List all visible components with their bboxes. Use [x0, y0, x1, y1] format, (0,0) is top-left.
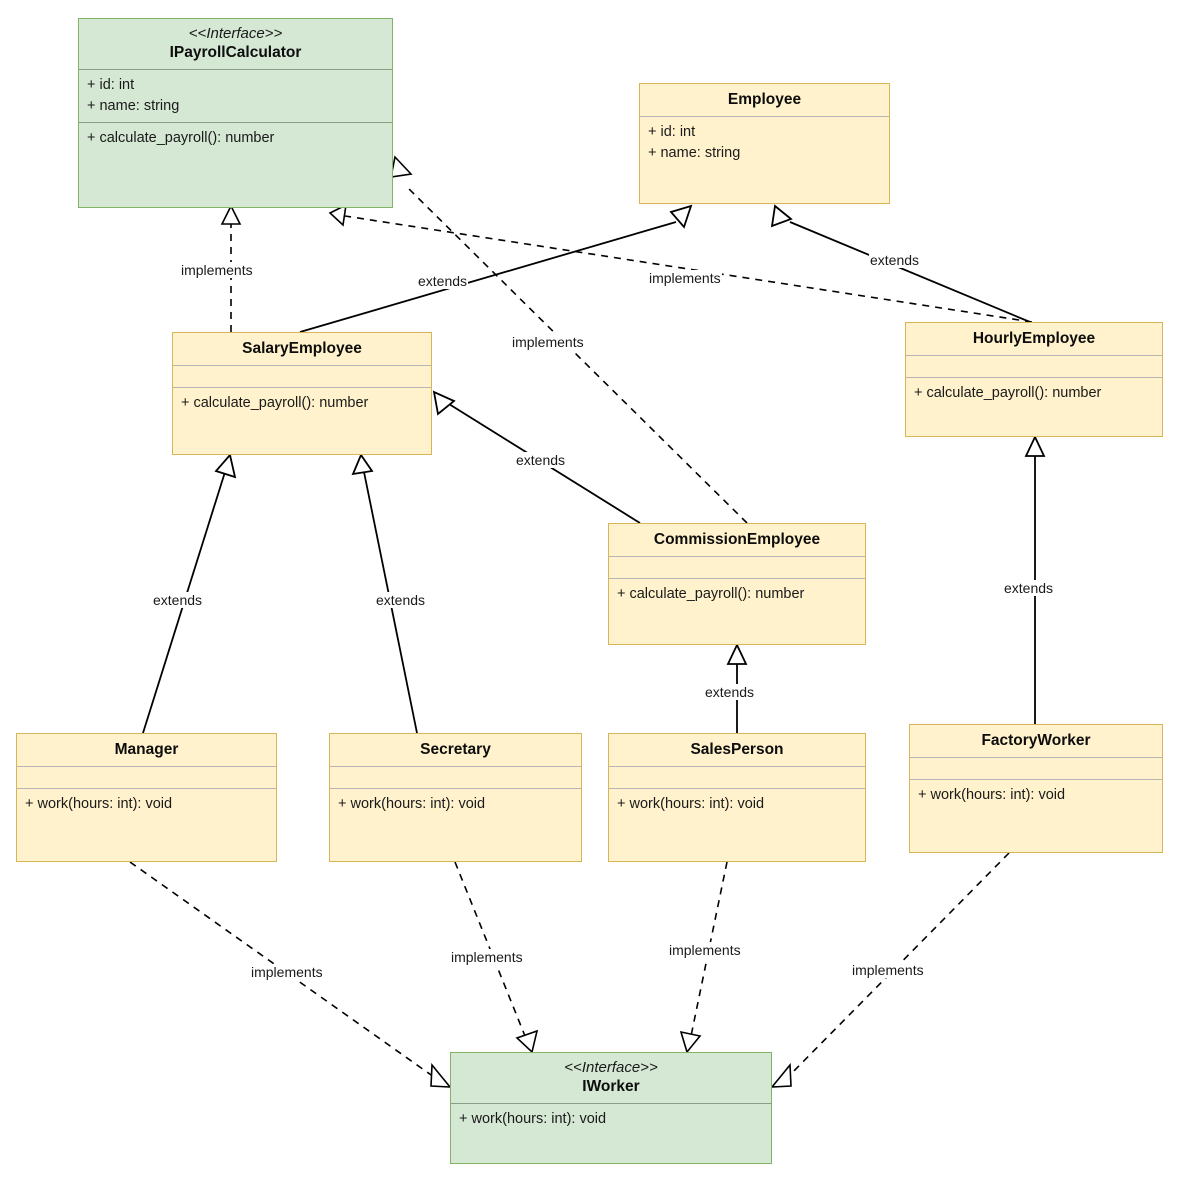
class-attributes-salesperson — [609, 766, 865, 788]
method-item: + work(hours: int): void — [25, 796, 173, 812]
edge-label-implements: implements — [180, 262, 254, 278]
class-box-factoryworker[interactable]: FactoryWorker + work(hours: int): void — [909, 724, 1163, 853]
class-box-commissionemployee[interactable]: CommissionEmployee + calculate_payroll()… — [608, 523, 866, 645]
attribute-item: + name: string — [648, 145, 741, 161]
edge-hourlyemployee-extends-employee — [770, 204, 1031, 323]
class-box-salaryemployee[interactable]: SalaryEmployee + calculate_payroll(): nu… — [172, 332, 432, 455]
class-box-secretary[interactable]: Secretary + work(hours: int): void — [329, 733, 582, 862]
class-title-factoryworker: FactoryWorker — [910, 725, 1162, 757]
class-name-label: SalaryEmployee — [242, 340, 362, 357]
class-name-label: SalesPerson — [690, 741, 784, 758]
edge-label-implements: implements — [668, 942, 742, 958]
class-methods-ipayrollcalculator: + calculate_payroll(): number — [79, 122, 392, 207]
class-title-iworker: <<Interface>> IWorker — [451, 1053, 771, 1103]
class-title-salesperson: SalesPerson — [609, 734, 865, 766]
attribute-item: + id: int — [648, 124, 696, 140]
method-item: + calculate_payroll(): number — [181, 395, 369, 411]
class-attributes-manager — [17, 766, 276, 788]
class-title-ipayrollcalculator: <<Interface>> IPayrollCalculator — [79, 19, 392, 69]
edge-salesperson-implements-iworker — [679, 861, 728, 1054]
class-name-label: CommissionEmployee — [653, 531, 821, 548]
edge-hourlyemployee-implements-ipayrollcalculator — [328, 203, 1033, 323]
edge-label-extends: extends — [375, 592, 427, 608]
edge-commissionemployee-implements-ipayrollcalculator — [389, 155, 748, 524]
edge-label-extends: extends — [152, 592, 204, 608]
attribute-item: + id: int — [87, 77, 135, 93]
edge-label-extends: extends — [1003, 580, 1055, 596]
class-name-label: FactoryWorker — [981, 732, 1091, 749]
class-attributes-ipayrollcalculator: + id: int + name: string — [79, 69, 392, 122]
class-attributes-salaryemployee — [173, 365, 431, 387]
edge-label-implements: implements — [250, 964, 324, 980]
class-title-secretary: Secretary — [330, 734, 581, 766]
class-box-manager[interactable]: Manager + work(hours: int): void — [16, 733, 277, 862]
class-attributes-secretary — [330, 766, 581, 788]
class-name-label: IWorker — [582, 1078, 640, 1095]
method-item: + calculate_payroll(): number — [87, 130, 275, 146]
class-name-label: Secretary — [420, 741, 491, 758]
class-methods-commissionemployee: + calculate_payroll(): number — [609, 578, 865, 644]
edge-label-extends: extends — [869, 252, 921, 268]
method-item: + work(hours: int): void — [918, 787, 1066, 803]
method-item: + work(hours: int): void — [338, 796, 486, 812]
edge-label-implements: implements — [450, 949, 524, 965]
class-box-employee[interactable]: Employee + id: int + name: string — [639, 83, 890, 204]
method-item: + work(hours: int): void — [617, 796, 765, 812]
class-box-hourlyemployee[interactable]: HourlyEmployee + calculate_payroll(): nu… — [905, 322, 1163, 437]
method-item: + calculate_payroll(): number — [914, 385, 1102, 401]
class-methods-salesperson: + work(hours: int): void — [609, 788, 865, 861]
class-name-label: Employee — [727, 91, 802, 108]
class-methods-factoryworker: + work(hours: int): void — [910, 779, 1162, 852]
attribute-item: + name: string — [87, 98, 180, 114]
class-attributes-commissionemployee — [609, 556, 865, 578]
class-title-hourlyemployee: HourlyEmployee — [906, 323, 1162, 355]
stereotype-label: <<Interface>> — [188, 25, 283, 42]
class-methods-manager: + work(hours: int): void — [17, 788, 276, 861]
class-title-salaryemployee: SalaryEmployee — [173, 333, 431, 365]
edge-label-implements: implements — [511, 334, 585, 350]
class-attributes-hourlyemployee — [906, 355, 1162, 377]
class-attributes-factoryworker — [910, 757, 1162, 779]
class-title-commissionemployee: CommissionEmployee — [609, 524, 865, 556]
class-methods-hourlyemployee: + calculate_payroll(): number — [906, 377, 1162, 436]
class-title-employee: Employee — [640, 84, 889, 116]
edge-label-extends: extends — [515, 452, 567, 468]
edge-label-implements: implements — [851, 962, 925, 978]
class-attributes-employee: + id: int + name: string — [640, 116, 889, 203]
class-methods-iworker: + work(hours: int): void — [451, 1103, 771, 1163]
class-box-ipayrollcalculator[interactable]: <<Interface>> IPayrollCalculator + id: i… — [78, 18, 393, 208]
edge-label-implements: implements — [648, 270, 722, 286]
class-box-salesperson[interactable]: SalesPerson + work(hours: int): void — [608, 733, 866, 862]
class-box-iworker[interactable]: <<Interface>> IWorker + work(hours: int)… — [450, 1052, 772, 1164]
class-title-manager: Manager — [17, 734, 276, 766]
class-name-label: HourlyEmployee — [972, 330, 1096, 347]
class-methods-salaryemployee: + calculate_payroll(): number — [173, 387, 431, 454]
edge-label-extends: extends — [704, 684, 756, 700]
class-name-label: IPayrollCalculator — [169, 44, 302, 61]
stereotype-label: <<Interface>> — [564, 1059, 658, 1076]
method-item: + work(hours: int): void — [459, 1111, 607, 1127]
edge-salaryemployee-extends-employee — [299, 204, 693, 333]
class-name-label: Manager — [114, 741, 179, 758]
method-item: + calculate_payroll(): number — [617, 586, 805, 602]
edge-label-extends: extends — [417, 273, 469, 289]
class-methods-secretary: + work(hours: int): void — [330, 788, 581, 861]
